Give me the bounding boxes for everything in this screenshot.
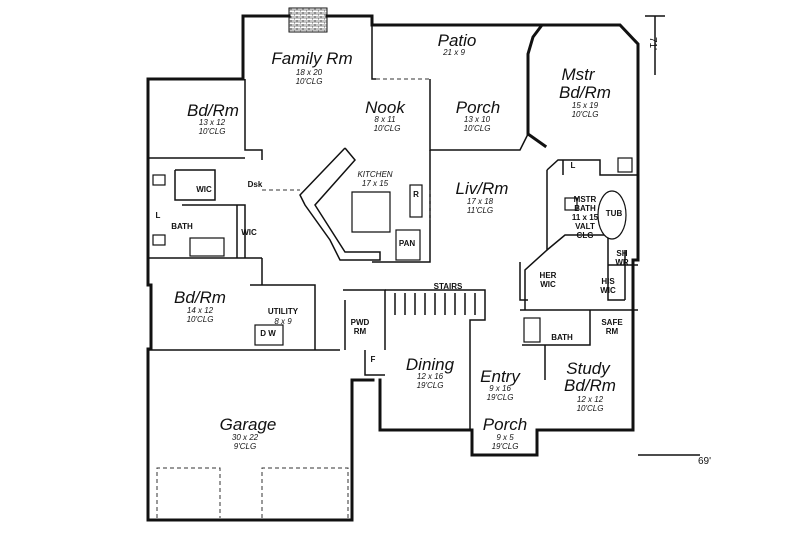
label-dsk: Dsk: [247, 180, 263, 189]
room-porch-front-name: Porch: [482, 415, 528, 434]
label-stairs: STAIRS: [433, 282, 463, 291]
room-bd2-name: Bd/Rm: [174, 288, 226, 307]
room-family-size: 18 x 20: [295, 68, 323, 77]
room-entry-name: Entry: [480, 367, 520, 386]
room-patio-size: 21 x 9: [443, 48, 465, 57]
room-bd2-size: 14 x 12: [186, 306, 214, 315]
room-mstr-name-1: Mstr: [561, 65, 595, 84]
room-bd2-clg: 10'CLG: [186, 315, 214, 324]
room-garage-clg: 9'CLG: [233, 442, 257, 451]
room-patio-name: Patio: [437, 31, 477, 50]
room-nook-clg: 10'CLG: [373, 124, 401, 133]
room-dining-name: Dining: [405, 355, 455, 374]
room-porch-front-size: 9 x 5: [496, 433, 514, 442]
room-entry-size: 9 x 16: [489, 384, 511, 393]
label-wic-1: WIC: [196, 185, 212, 194]
room-liv-clg: 11'CLG: [466, 206, 494, 215]
stairs: [394, 293, 476, 315]
room-mstr-name-2: Bd/Rm: [559, 83, 611, 102]
room-utility-name: UTILITY: [267, 307, 299, 316]
room-nook-name: Nook: [365, 98, 405, 117]
room-utility-size: 8 x 9: [274, 317, 292, 326]
room-porch-rear-size: 13 x 10: [463, 115, 491, 124]
interior-walls: [148, 25, 638, 430]
dashed-openings: [262, 78, 431, 220]
room-family-clg: 10'CLG: [295, 77, 323, 86]
chimney: [288, 7, 328, 33]
dimension-depth: 71': [647, 36, 659, 51]
room-kitchen-name: KITCHEN: [357, 170, 393, 179]
room-study-size: 12 x 12: [576, 395, 604, 404]
dimension-lines: [638, 15, 700, 456]
fixtures: [152, 157, 633, 346]
label-bath-1: BATH: [171, 222, 193, 231]
room-study-name-2: Bd/Rm: [564, 376, 616, 395]
room-study-name-1: Study: [566, 359, 610, 378]
label-dw: D W: [260, 329, 276, 338]
room-bd1-name: Bd/Rm: [187, 101, 239, 120]
room-kitchen-size: 17 x 15: [361, 179, 389, 188]
room-garage-name: Garage: [219, 415, 277, 434]
room-garage-size: 30 x 22: [231, 433, 259, 442]
room-porch-front-clg: 19'CLG: [491, 442, 519, 451]
dimension-width: 69': [698, 456, 712, 467]
label-tub: TUB: [605, 209, 623, 218]
room-liv-name: Liv/Rm: [455, 179, 509, 198]
label-l-1: L: [155, 211, 161, 220]
label-r: R: [413, 190, 419, 199]
exterior-walls: [146, 14, 640, 522]
room-family-name: Family Rm: [271, 49, 353, 68]
kitchen-counters: [299, 147, 423, 261]
room-study-clg: 10'CLG: [576, 404, 604, 413]
room-dining-size: 12 x 16: [416, 372, 444, 381]
room-dining-clg: 19'CLG: [416, 381, 444, 390]
label-l-2: L: [570, 161, 576, 170]
label-pan: PAN: [398, 239, 416, 248]
room-porch-rear-name: Porch: [455, 98, 501, 117]
room-entry-clg: 19'CLG: [486, 393, 514, 402]
garage-doors: [156, 467, 349, 518]
room-porch-rear-clg: 10'CLG: [463, 124, 491, 133]
room-bd1-size: 13 x 12: [198, 118, 226, 127]
room-bd1-clg: 10'CLG: [198, 127, 226, 136]
room-liv-size: 17 x 18: [466, 197, 494, 206]
room-nook-size: 8 x 11: [374, 115, 396, 124]
room-mstr-clg: 10'CLG: [571, 110, 599, 119]
room-mstr-size: 15 x 19: [571, 101, 599, 110]
label-f: F: [370, 355, 376, 364]
label-wic-2: WIC: [241, 228, 257, 237]
label-bath-2: BATH: [551, 333, 573, 342]
